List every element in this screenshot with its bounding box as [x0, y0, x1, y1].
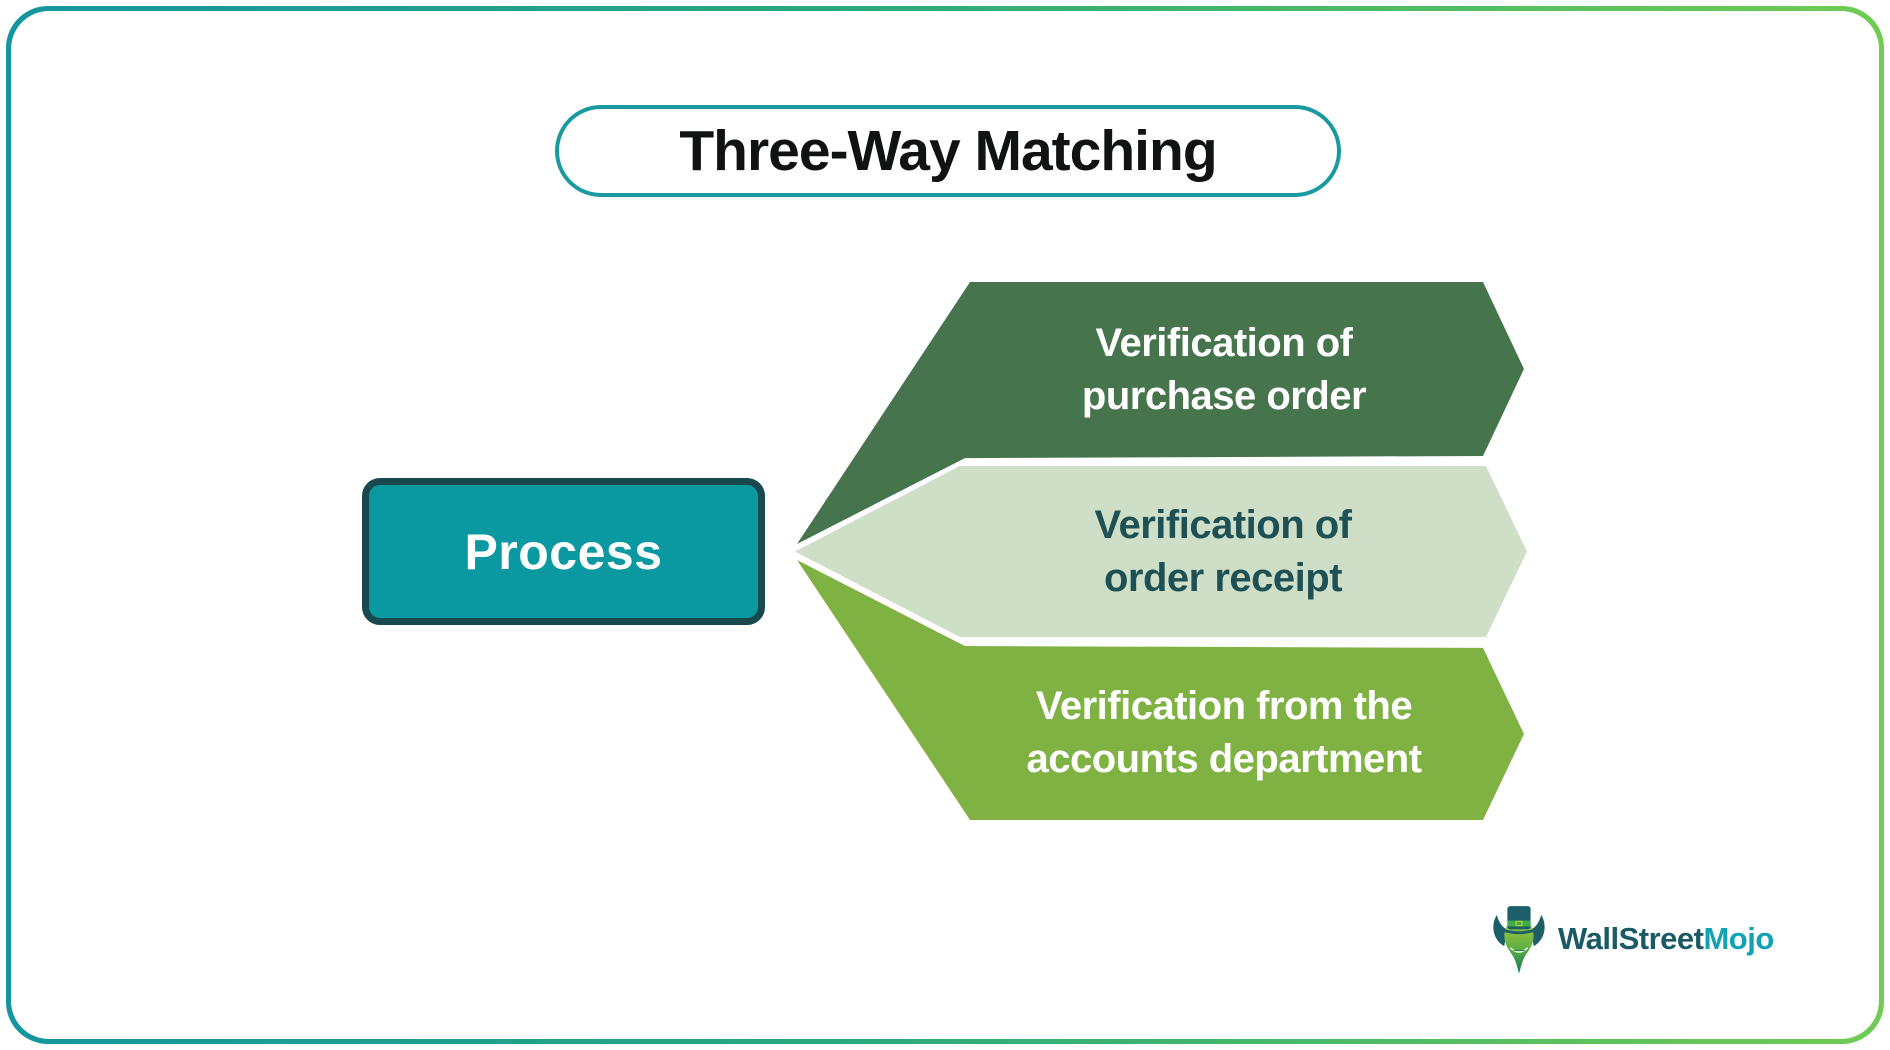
banner-order-receipt-text: Verification of order receipt	[960, 466, 1486, 637]
wordmark-wallstreet: WallStreet	[1558, 921, 1704, 956]
banner-accounts-department-text: Verification from the accounts departmen…	[965, 646, 1483, 820]
banner-order-receipt-line2: order receipt	[1103, 555, 1343, 600]
banner-order-receipt-line1: Verification of	[1094, 502, 1353, 547]
page-title: Three-Way Matching	[679, 119, 1217, 183]
banner-purchase-order-text: Verification of purchase order	[965, 282, 1483, 458]
banner-purchase-order-line1: Verification of	[1095, 321, 1354, 365]
title-pill: Three-Way Matching	[555, 105, 1341, 197]
wallstreetmojo-wordmark: WallStreetMojo	[1558, 921, 1774, 957]
process-node: Process	[362, 478, 765, 625]
banner-purchase-order-line2: purchase order	[1081, 374, 1367, 418]
wordmark-mojo: Mojo	[1703, 921, 1774, 956]
banner-accounts-department-line1: Verification from the	[1035, 684, 1413, 728]
banner-order-receipt: Verification of order receipt	[795, 466, 1527, 637]
wallstreetmojo-bull-icon	[1493, 906, 1545, 974]
process-node-label: Process	[464, 523, 663, 580]
banner-accounts-department-line2: accounts department	[1026, 737, 1422, 781]
wallstreetmojo-logo: WallStreetMojo	[1490, 903, 1774, 975]
